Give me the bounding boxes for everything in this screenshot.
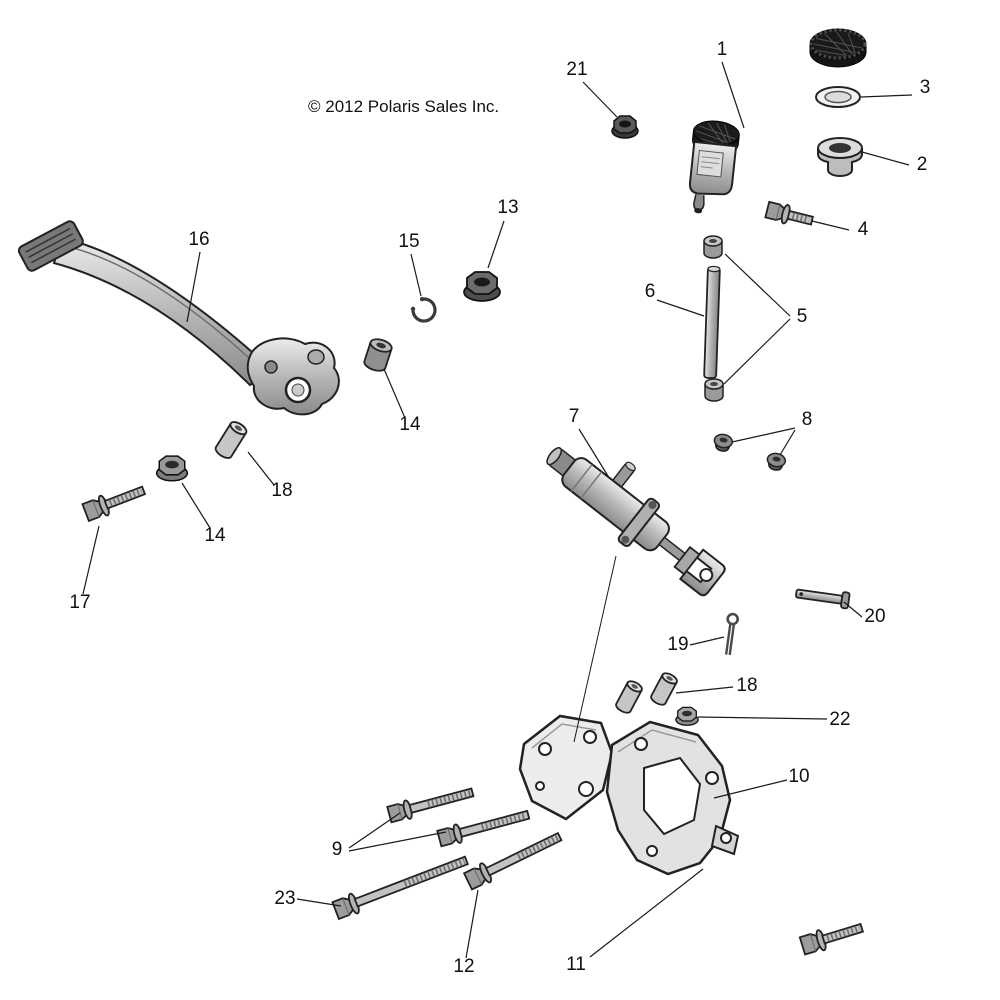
part-18-spacer-a: [615, 680, 643, 714]
part-21-nut: [611, 115, 639, 139]
leader-line: [296, 898, 342, 907]
callout-3: 3: [920, 77, 931, 98]
part-6-hose: [703, 265, 721, 379]
leader-line: [731, 427, 796, 443]
leader-line: [186, 251, 201, 323]
part-13-flange-nut: [463, 271, 501, 302]
part-10-bracket: [605, 720, 740, 876]
leader-line: [675, 686, 734, 694]
part-15-snap-ring: [410, 296, 437, 323]
leader-line: [861, 151, 910, 166]
leader-line: [578, 428, 609, 477]
leader-line: [721, 61, 745, 129]
leader-line: [779, 429, 796, 456]
callout-15: 15: [398, 231, 419, 252]
part-bracket-plate: [518, 714, 614, 821]
callout-18-a: 18: [271, 480, 292, 501]
callout-22: 22: [829, 709, 850, 730]
part-8-screw-b: [766, 452, 787, 471]
part-4-bolt: [764, 200, 814, 226]
part-23-bolt: [331, 855, 469, 921]
leader-line: [689, 636, 725, 646]
part-19-cotter-pin: [724, 612, 739, 656]
part-17-bolt: [81, 485, 147, 523]
leader-line: [713, 779, 788, 799]
leader-line: [843, 601, 863, 618]
callout-14-b: 14: [204, 525, 226, 546]
callout-5: 5: [797, 306, 808, 327]
leader-line: [82, 525, 100, 595]
part-22-nut: [675, 706, 699, 726]
leader-line: [656, 299, 705, 317]
callout-12: 12: [453, 956, 474, 977]
leader-line: [723, 318, 791, 385]
pedal-pad: [17, 220, 84, 272]
part-9-bolt-a: [386, 787, 475, 824]
part-16-brake-pedal: [17, 220, 340, 416]
part-18-spacer-left: [214, 421, 248, 459]
callout-20: 20: [864, 606, 885, 627]
leader-line: [811, 220, 850, 231]
leader-lines: [82, 61, 913, 959]
part-cap: [809, 28, 867, 68]
part-2-seal: [817, 137, 863, 177]
leader-line: [860, 94, 913, 98]
leader-line: [247, 451, 275, 486]
part-8-screw-a: [713, 433, 734, 452]
part-5-fitting-lower: [704, 378, 724, 402]
callout-9: 9: [332, 839, 343, 860]
callout-8: 8: [802, 409, 813, 430]
leader-line: [582, 81, 618, 118]
leader-line: [348, 812, 401, 849]
copyright-text: © 2012 Polaris Sales Inc.: [308, 97, 499, 116]
callout-11: 11: [566, 954, 586, 975]
part-20-clevis-pin: [795, 588, 851, 610]
part-1-reservoir: [688, 120, 740, 214]
leader-line: [181, 482, 211, 529]
leader-line: [383, 368, 406, 419]
callout-16: 16: [188, 229, 209, 250]
callout-7: 7: [569, 406, 580, 427]
callout-4: 4: [858, 219, 869, 240]
callout-19: 19: [667, 634, 688, 655]
part-14-bushing: [363, 338, 393, 372]
callout-6: 6: [645, 281, 656, 302]
leader-line: [348, 831, 447, 852]
part-9-bolt-b: [436, 809, 531, 848]
leader-line: [410, 253, 422, 297]
callout-2: 2: [917, 154, 928, 175]
callout-23: 23: [274, 888, 295, 909]
callout-10: 10: [788, 766, 809, 787]
part-14-flange-nut: [155, 455, 189, 482]
callout-18-b: 18: [736, 675, 757, 696]
callout-14-a: 14: [399, 414, 421, 435]
part-18-spacer-b: [650, 672, 678, 706]
callout-labels: 1 21 3 2 4 13 15 16 6 5 7 8 14 18 14 17 …: [69, 39, 930, 977]
callout-13: 13: [497, 197, 518, 218]
leader-line: [487, 220, 505, 269]
part-12-bolt: [462, 831, 563, 891]
callout-21: 21: [566, 59, 587, 80]
leader-line: [465, 889, 479, 959]
part-5-fitting-upper: [703, 235, 723, 259]
callout-1: 1: [717, 39, 728, 60]
leader-line: [697, 716, 828, 720]
part-3-diaphragm: [815, 86, 861, 108]
assembly-line: [573, 555, 617, 743]
leader-line: [589, 868, 704, 958]
leader-line: [724, 253, 791, 317]
callout-17: 17: [69, 592, 90, 613]
part-11-bolt: [798, 922, 865, 956]
part-7-master-cylinder: [546, 447, 726, 597]
